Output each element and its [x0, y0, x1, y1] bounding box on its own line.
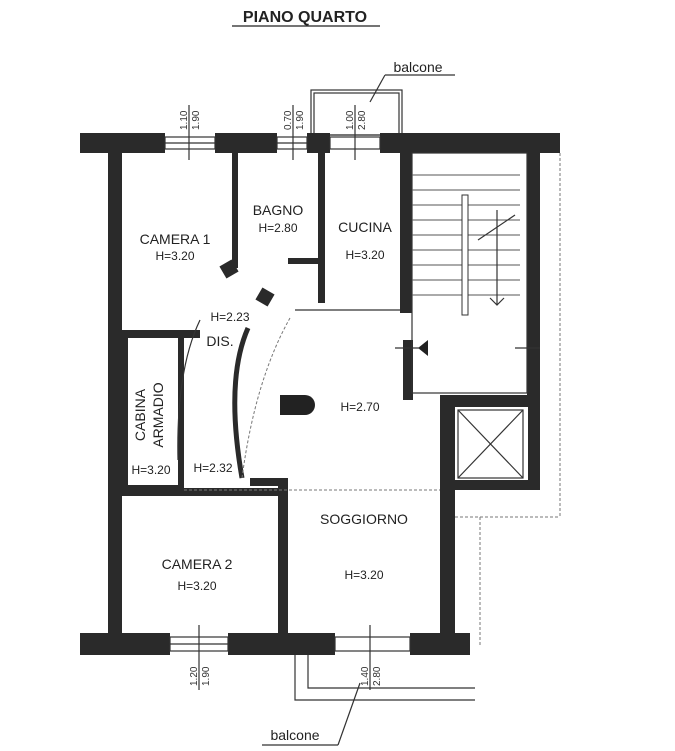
svg-text:0.70: 0.70 [283, 110, 294, 130]
svg-text:H=3.20: H=3.20 [345, 248, 384, 262]
svg-text:1.90: 1.90 [295, 110, 306, 130]
plan-title: PIANO QUARTO [243, 9, 367, 26]
column-icon [280, 395, 315, 415]
balcony-top: balcone [310, 59, 455, 136]
svg-text:BAGNO: BAGNO [253, 202, 304, 218]
svg-text:1.20: 1.20 [189, 666, 200, 686]
exterior-walls [80, 133, 560, 655]
room-soggiorno: SOGGIORNO H=3.20 [320, 511, 408, 582]
svg-text:CABINA: CABINA [132, 388, 148, 441]
svg-text:2.80: 2.80 [372, 666, 383, 686]
balcony-top-label: balcone [393, 59, 442, 75]
room-cucina: CUCINA H=3.20 [338, 219, 392, 262]
interior-walls [122, 153, 561, 645]
room-disimpegno: H=2.23 DIS. [206, 310, 249, 349]
svg-text:H=3.20: H=3.20 [131, 463, 170, 477]
windows [164, 105, 411, 690]
balcony-bottom: balcone [262, 655, 475, 746]
svg-text:H=3.20: H=3.20 [177, 579, 216, 593]
svg-text:CUCINA: CUCINA [338, 219, 392, 235]
svg-text:SOGGIORNO: SOGGIORNO [320, 511, 408, 527]
svg-text:1.10: 1.10 [179, 110, 190, 130]
room-camera-1: CAMERA 1 H=3.20 [140, 231, 211, 263]
svg-text:CAMERA 1: CAMERA 1 [140, 231, 211, 247]
svg-text:1.00: 1.00 [345, 110, 356, 130]
svg-text:2.80: 2.80 [357, 110, 368, 130]
svg-text:1.90: 1.90 [191, 110, 202, 130]
svg-text:H=3.20: H=3.20 [155, 249, 194, 263]
svg-text:1.90: 1.90 [201, 666, 212, 686]
room-bagno: BAGNO H=2.80 [253, 202, 304, 235]
staircase [395, 152, 540, 394]
svg-text:H=2.23: H=2.23 [210, 310, 249, 324]
elevator-shaft [457, 409, 524, 479]
balcony-bottom-label: balcone [270, 727, 319, 743]
svg-text:H=2.80: H=2.80 [258, 221, 297, 235]
window-dimensions: 1.10 1.90 0.70 1.90 1.00 2.80 1.20 1.90 … [179, 110, 383, 686]
corridor-height: H=2.32 [193, 461, 232, 475]
room-camera-2: CAMERA 2 H=3.20 [162, 556, 233, 593]
room-cabina-armadio: CABINA ARMADIO H=3.20 [131, 382, 170, 477]
svg-text:ARMADIO: ARMADIO [150, 382, 166, 447]
svg-text:CAMERA 2: CAMERA 2 [162, 556, 233, 572]
svg-text:1.40: 1.40 [360, 666, 371, 686]
svg-text:DIS.: DIS. [206, 333, 233, 349]
svg-text:H=3.20: H=3.20 [344, 568, 383, 582]
ingresso-height: H=2.70 [340, 400, 379, 414]
